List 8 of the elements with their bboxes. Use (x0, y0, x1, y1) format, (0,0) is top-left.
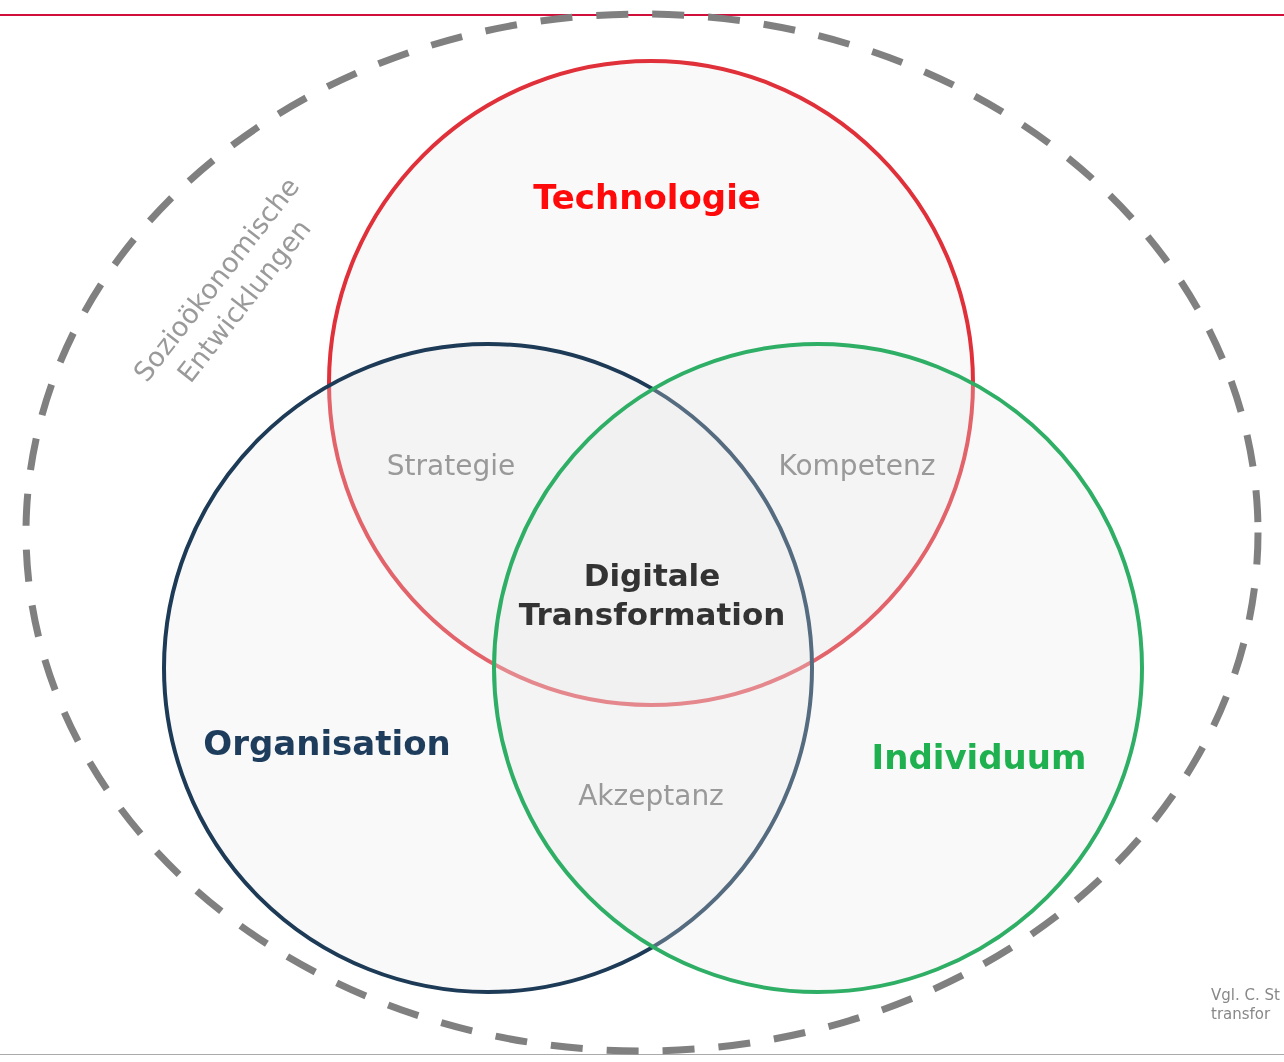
overlap-label: Kompetenz (778, 448, 936, 482)
circle-label: Individuum (871, 737, 1087, 777)
center-label: Digitale Transformation (517, 556, 787, 634)
overlap-label: Akzeptanz (578, 778, 724, 812)
circle-label: Technologie (533, 177, 761, 217)
overlap-label: Strategie (386, 448, 516, 482)
citation-note: Vgl. C. St transfor (1211, 986, 1281, 1024)
circle-label: Organisation (203, 723, 451, 763)
